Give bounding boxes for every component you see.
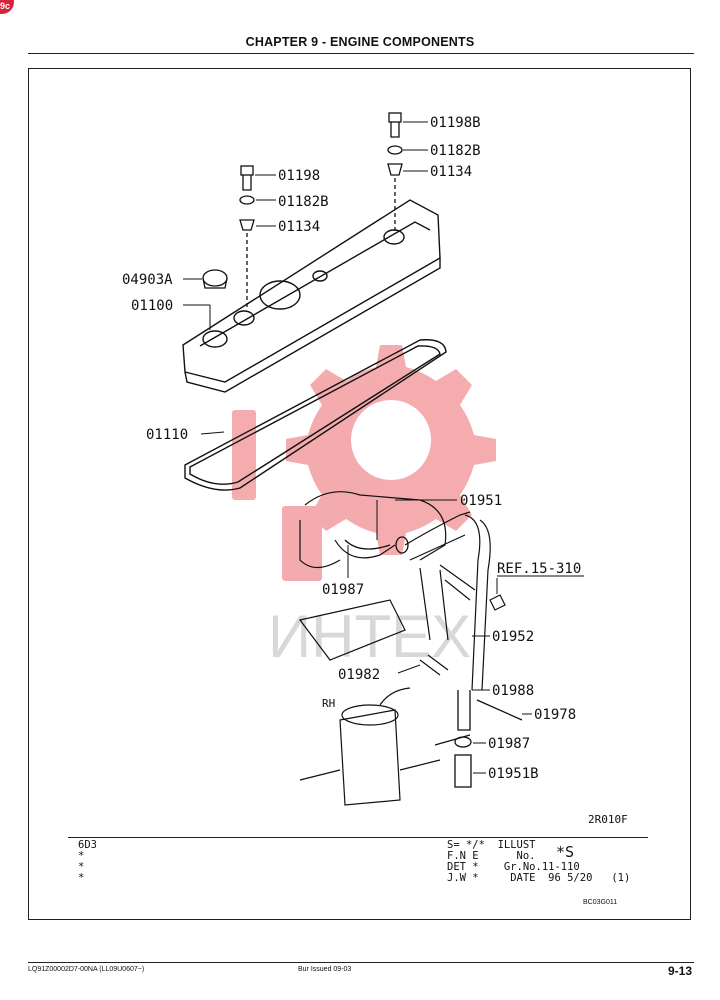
- header-rule: [28, 53, 694, 54]
- drawing-number: BC03G011: [583, 899, 618, 906]
- valve-cover-gasket: [184, 339, 447, 491]
- diagram-frame: [28, 68, 691, 920]
- bolt-right: [387, 112, 403, 232]
- part-label-01134-right: 01134: [430, 164, 472, 180]
- part-label-01988: 01988: [492, 683, 534, 699]
- page-number: 9-13: [667, 964, 692, 978]
- footer-document-code: LQ91Z00002D7-00NA (LL09U0607~): [28, 966, 145, 973]
- breather-hose: [344, 536, 523, 788]
- chapter-title: CHAPTER 9 - ENGINE COMPONENTS: [245, 35, 475, 49]
- watermark-text: ИНТЕХ: [268, 603, 471, 670]
- part-label-01951B: 01951B: [488, 766, 539, 782]
- part-label-01987-lower: 01987: [488, 736, 530, 752]
- part-label-01182B-right: 01182B: [430, 143, 481, 159]
- illust-number: *S: [556, 843, 575, 861]
- illustration-code: 2R010F: [588, 813, 628, 826]
- leader-lines: [183, 121, 532, 774]
- part-label-01182B-left: 01182B: [278, 194, 329, 210]
- watermark-gear-icon: [232, 345, 496, 581]
- part-label-01987-upper: 01987: [322, 582, 364, 598]
- part-label-01134-left: 01134: [278, 219, 320, 235]
- part-label-01110: 01110: [146, 427, 188, 443]
- part-label-01198B: 01198B: [430, 115, 481, 131]
- part-label-01198: 01198: [278, 168, 320, 184]
- part-label-01982: 01982: [338, 667, 380, 683]
- part-label-04903A: 04903A: [122, 272, 173, 288]
- oil-cap: [202, 269, 228, 289]
- footer-rule: [28, 962, 694, 963]
- part-label-01978: 01978: [534, 707, 576, 723]
- part-label-01951: 01951: [460, 493, 502, 509]
- part-label-ref-15-310: REF.15-310: [497, 561, 581, 577]
- footer-issue: Bur Issued 09-03: [298, 966, 352, 973]
- part-label-01100: 01100: [131, 298, 173, 314]
- engine-block-sketch: [298, 491, 506, 806]
- info-text: S= */* ILLUST F.N E No. DET * Gr.No.11-1…: [447, 839, 631, 884]
- part-label-01952: 01952: [492, 629, 534, 645]
- bolt-left: [239, 165, 255, 310]
- side-label-rh: RH: [322, 697, 335, 710]
- table-rule: [68, 837, 648, 838]
- valve-cover: [182, 199, 441, 393]
- illustration-info: S= */* ILLUST F.N E No. DET * Gr.No.11-1…: [447, 840, 630, 884]
- model-column: 6D3 * * *: [78, 839, 97, 884]
